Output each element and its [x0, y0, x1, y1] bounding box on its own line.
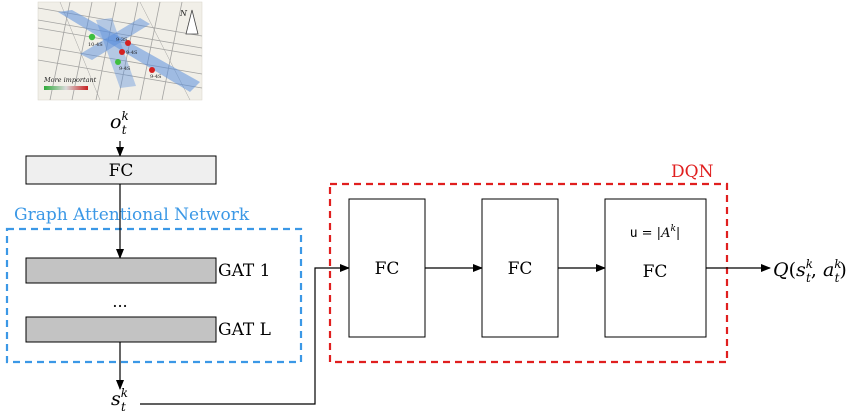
dqn-fc-layer-1-label: FC [375, 259, 400, 279]
arrow-state-to-dqn [140, 264, 350, 405]
gat-layers-ellipsis: ... [112, 292, 127, 311]
gat-layer-last [25, 316, 217, 343]
map-nodes [88, 33, 155, 73]
gat-layer-last-label: GAT L [218, 320, 271, 340]
north-label: N [179, 9, 188, 18]
input-fc-label: FC [109, 161, 134, 181]
gat-layer-first [25, 257, 217, 284]
map-thumbnail: 10-4S 9-3S 9-4S 9-4S 9-4S N More importa… [37, 1, 203, 101]
map-node-label: 9-4S [119, 66, 131, 72]
map-node-red [119, 49, 125, 55]
map-node-label: 9-4S [150, 74, 162, 80]
map-legend-label: More important [43, 76, 97, 84]
gat-layer-first-label: GAT 1 [218, 261, 271, 281]
dqn-fc-layer-3-label: FC [643, 262, 668, 282]
dqn-title: DQN [671, 162, 714, 182]
dqn-output-units-label: u = |Ak| [630, 224, 681, 241]
dqn-fc-layer-2-label: FC [508, 259, 533, 279]
map-node-green [115, 59, 121, 65]
dqn-fc-layer-3 [604, 198, 707, 338]
map-node-green [88, 33, 96, 41]
dqn-frame [328, 182, 729, 364]
map-node-label: 10-4S [88, 42, 103, 48]
map-node-label: 9-4S [126, 50, 138, 56]
map-route-band [58, 10, 200, 92]
gat-title: Graph Attentional Network [14, 205, 250, 225]
map-node-label: 9-3S [116, 37, 128, 43]
north-arrow-icon: N [179, 9, 199, 35]
input-fc-layer [25, 155, 217, 185]
map-legend-gradient [44, 86, 88, 90]
dqn-fc-layer-2 [481, 198, 559, 338]
map-node-red [125, 40, 131, 46]
map-node-red [149, 67, 155, 73]
gat-frame [5, 227, 303, 364]
